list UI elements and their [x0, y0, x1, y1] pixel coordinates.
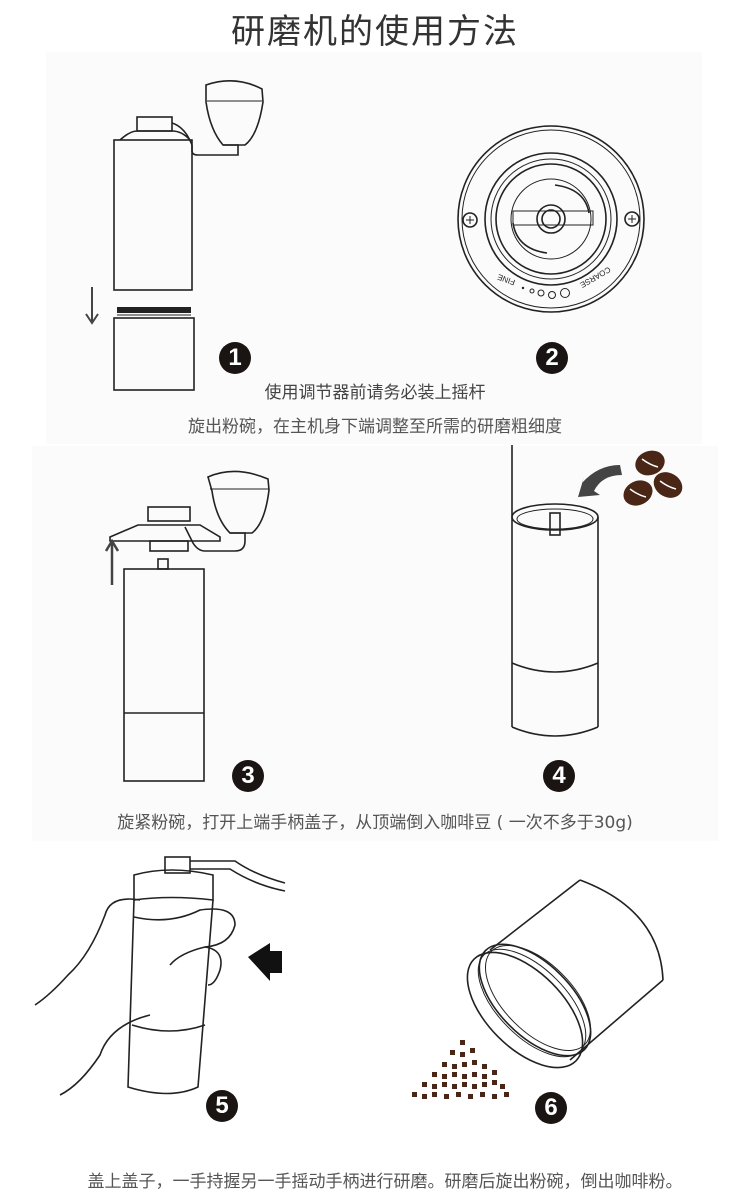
page-title: 研磨机的使用方法: [231, 12, 519, 52]
step-6-badge: 6: [535, 1092, 567, 1124]
step-4-badge: 4: [543, 760, 575, 792]
caption-step-3-4: 旋紧粉碗，打开上端手柄盖子，从顶端倒入咖啡豆 ( 一次不多于30g): [117, 813, 633, 833]
step-5-badge: 5: [206, 1090, 238, 1122]
caption-step-1-2-line1: 使用调节器前请务必装上摇杆: [264, 383, 486, 403]
grinder-remove-handle-illustration: [104, 470, 270, 782]
step-2-badge: 2: [536, 342, 568, 374]
add-coffee-beans-illustration: [511, 445, 683, 737]
section-panel-steps-3-4: [32, 446, 718, 841]
grind-adjustment-dial-illustration: FINE COARSE: [457, 125, 645, 313]
grinder-remove-bowl-illustration: [85, 80, 264, 391]
pour-ground-coffee-illustration: [412, 879, 664, 1099]
hand-cranking-grinder-illustration: [34, 856, 286, 1096]
fine-label: FINE: [496, 272, 516, 287]
step-3-badge: 3: [232, 760, 264, 792]
caption-step-5-6: 盖上盖子，一手持握另一手摇动手柄进行研磨。研磨后旋出粉碗，倒出咖啡粉。: [87, 1172, 683, 1192]
caption-step-1-2-line2: 旋出粉碗，在主机身下端调整至所需的研磨粗细度: [188, 417, 562, 437]
step-1-badge: 1: [219, 342, 251, 374]
